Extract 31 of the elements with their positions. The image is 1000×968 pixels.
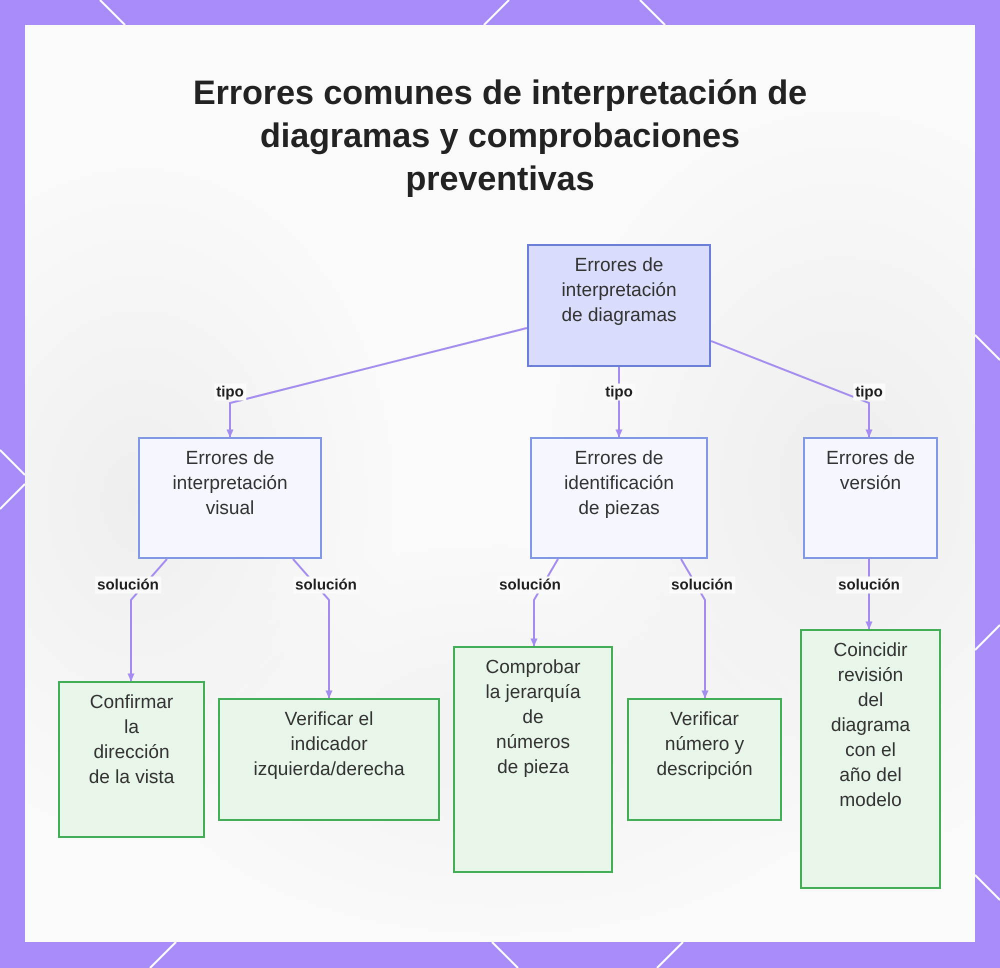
edge-label: tipo xyxy=(853,384,885,400)
node-text: Confirmar la dirección de la vista xyxy=(88,691,176,790)
category-box xyxy=(530,437,708,559)
solution-box xyxy=(58,681,205,838)
node-text: Errores de interpretación visual xyxy=(171,447,289,521)
edge-label: tipo xyxy=(214,384,246,400)
node-text: Verificar número y descripción xyxy=(655,708,754,782)
node-text: Verificar el indicador izquierda/derecha xyxy=(252,708,406,782)
solution-box xyxy=(218,698,440,821)
category-box xyxy=(803,437,938,559)
connector-arrow xyxy=(292,558,332,698)
edge-label: tipo xyxy=(603,384,635,400)
node-text: Errores de versión xyxy=(825,447,916,496)
node-text: Errores de identificación de piezas xyxy=(563,447,675,521)
solution-box xyxy=(627,698,782,821)
edge-label: solución xyxy=(669,576,735,594)
edge-label: solución xyxy=(497,576,563,594)
root-topic-box xyxy=(527,244,711,367)
solution-box xyxy=(453,646,613,873)
title: Errores comunes de interpretación de diagramas y comprobaciones preventivas xyxy=(192,73,808,200)
edge-label: solución xyxy=(95,576,161,594)
edge-label: solución xyxy=(293,576,359,594)
node-text: Coincidir revisión del diagrama con el año del modelo xyxy=(830,639,912,813)
solution-box xyxy=(800,629,941,889)
category-box xyxy=(138,437,322,559)
connector-arrow xyxy=(710,340,872,438)
node-text: Comprobar la jerarquía de números de pieza xyxy=(484,656,582,780)
connector-arrow xyxy=(680,558,708,698)
node-text: Errores de interpretación de diagramas xyxy=(560,254,678,328)
connector-arrow xyxy=(226,327,528,438)
edge-label: solución xyxy=(836,576,902,594)
